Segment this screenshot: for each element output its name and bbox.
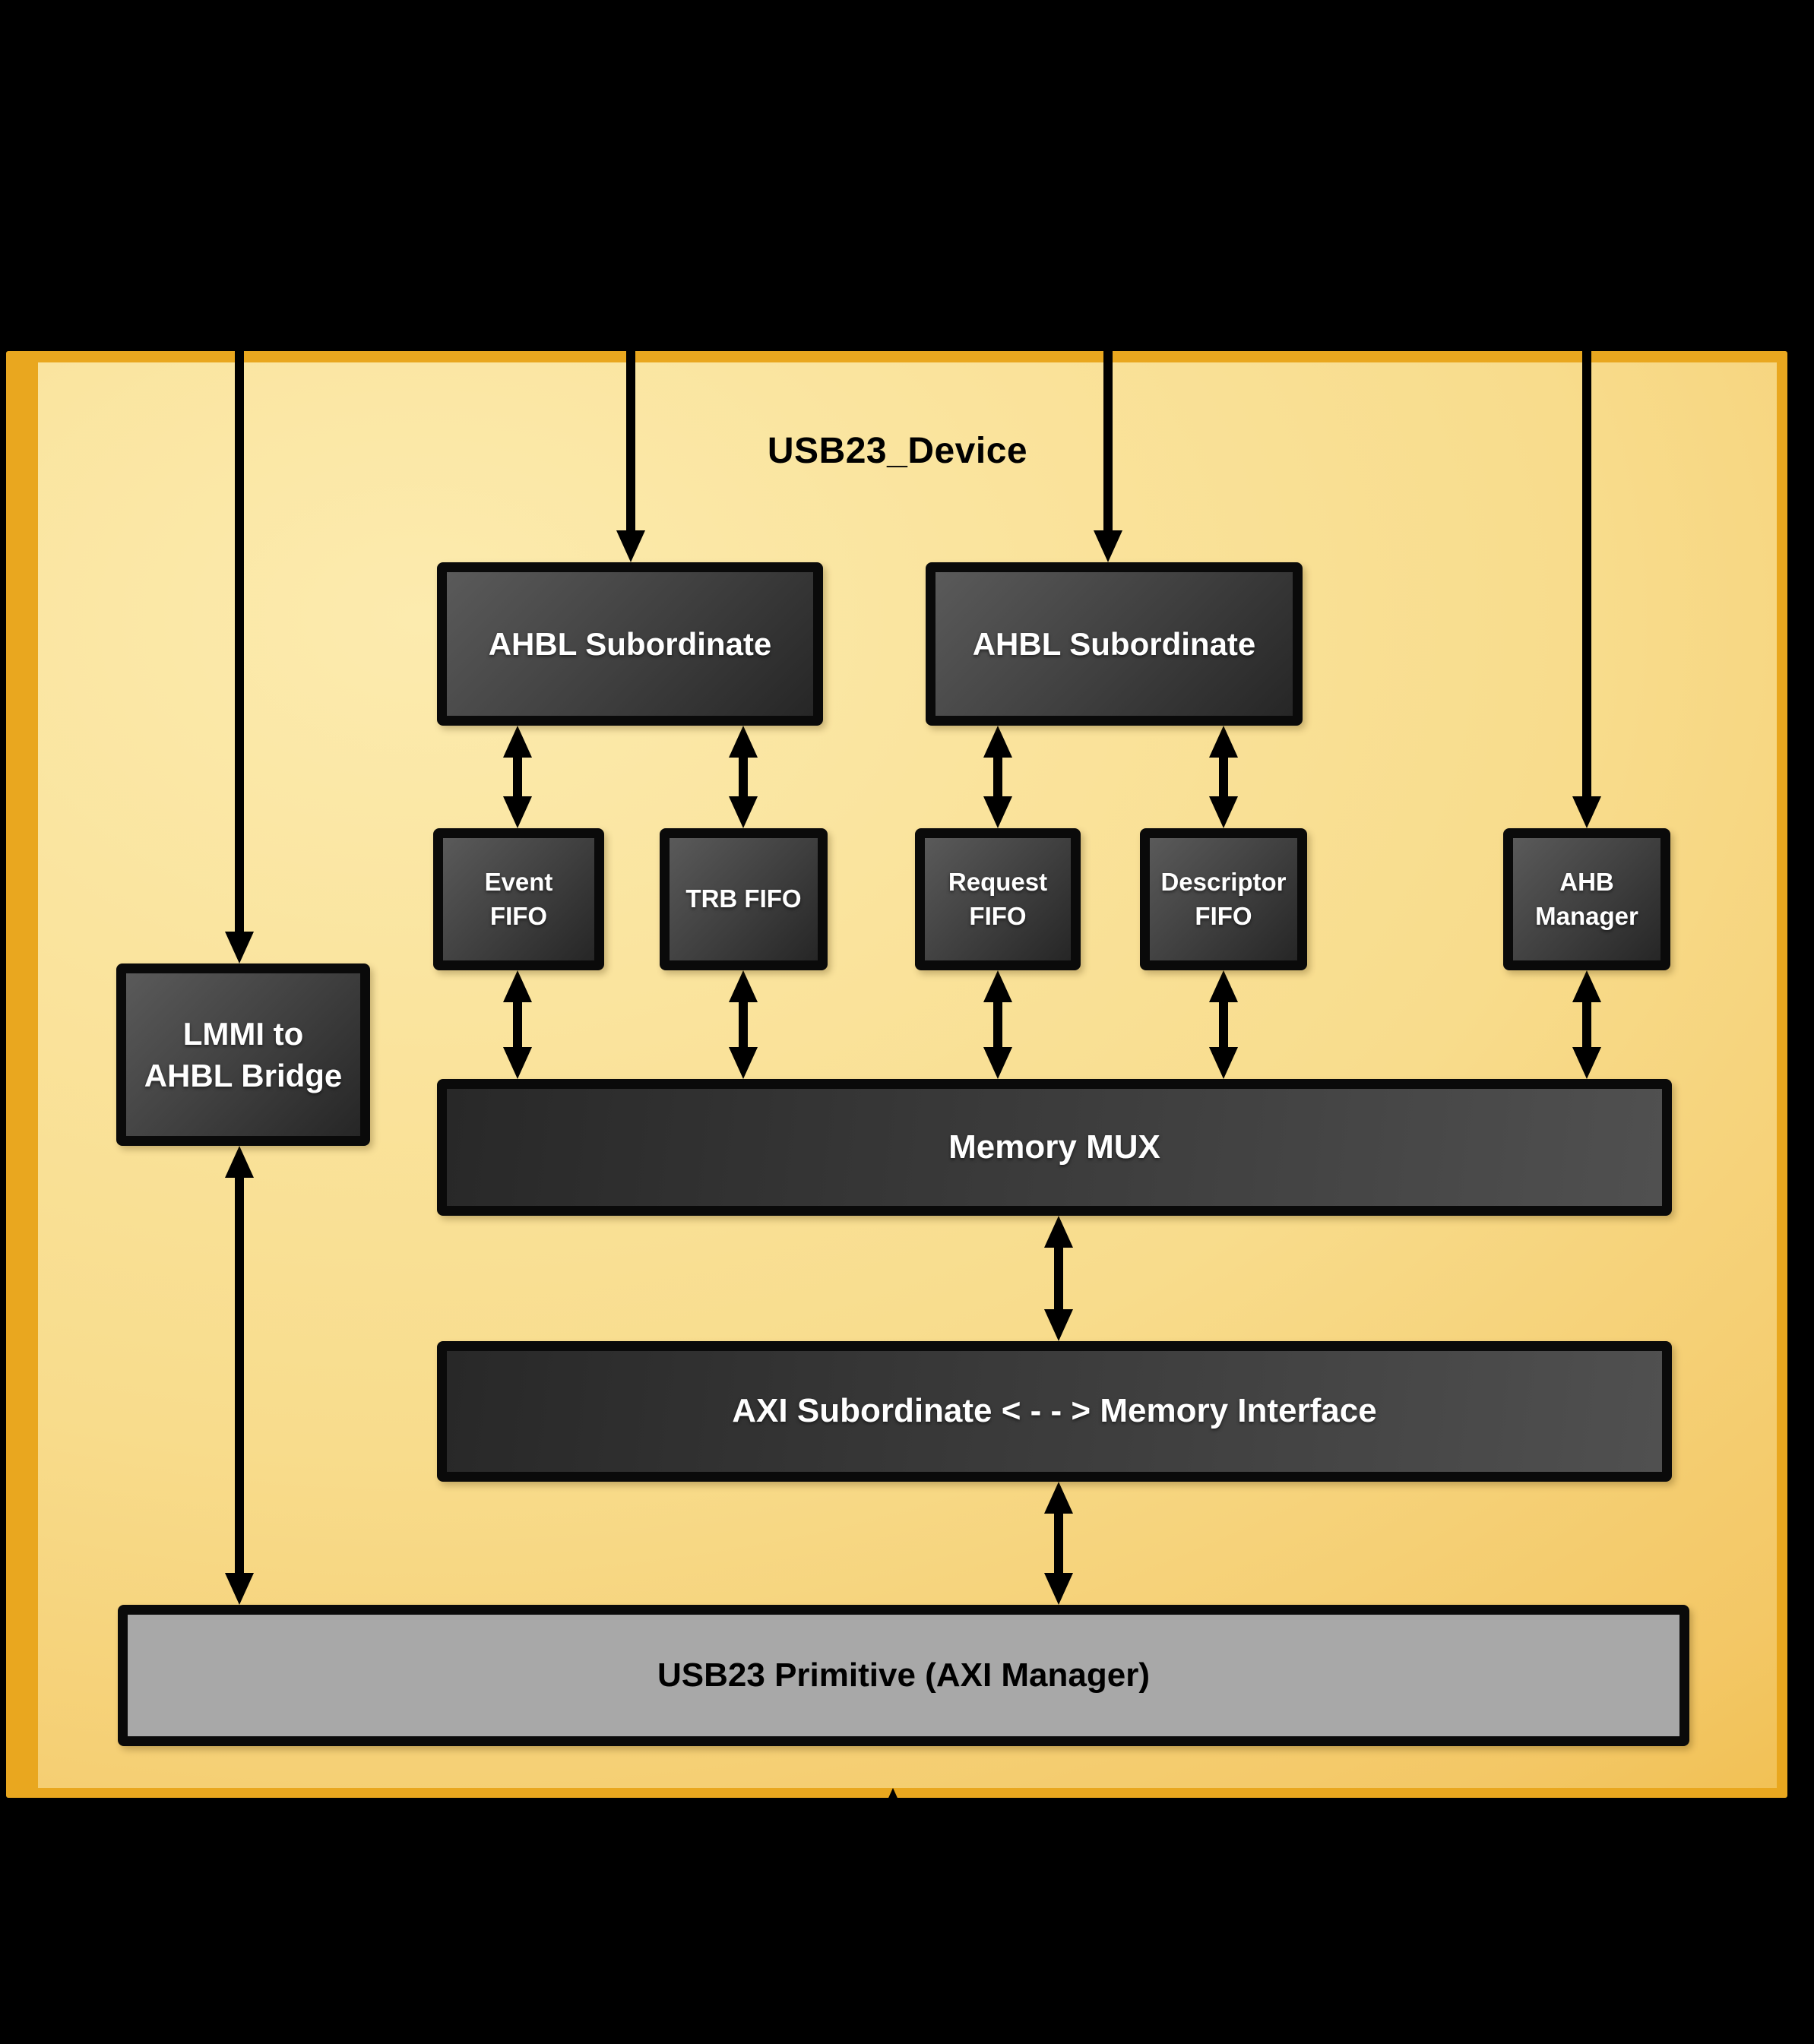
arrowhead-down — [983, 796, 1012, 828]
block-label: AHB Manager — [1535, 867, 1638, 930]
arrow-shaft — [1219, 753, 1228, 801]
block-label: AHBL Subordinate — [972, 625, 1256, 662]
arrowhead-up — [225, 1146, 254, 1178]
arrow-shaft — [1054, 1243, 1063, 1314]
arrowhead-down — [729, 796, 758, 828]
block-ahbl-subordinate-1: AHBL Subordinate — [437, 562, 823, 726]
arrow-shaft — [1219, 998, 1228, 1052]
arrow-down — [616, 342, 645, 562]
block-label: AHBL Subordinate — [488, 625, 772, 662]
block-axi-subordinate-memory-interface: AXI Subordinate < - - > Memory Interface — [437, 1341, 1672, 1482]
arrow-shaft — [1054, 1509, 1063, 1577]
block-label: USB23 Primitive (AXI Manager) — [657, 1656, 1150, 1694]
arrowhead-down — [503, 1047, 532, 1079]
block-label: AXI Subordinate < - - > Memory Interface — [732, 1392, 1377, 1430]
block-usb23-primitive-axi-manager: USB23 Primitive (AXI Manager) — [118, 1605, 1689, 1746]
block-memory-mux: Memory MUX — [437, 1079, 1672, 1216]
block-ahbl-subordinate-2: AHBL Subordinate — [926, 562, 1303, 726]
bidirectional-arrow — [503, 970, 532, 1079]
arrowhead-up — [503, 970, 532, 1002]
arrowhead-down — [729, 1047, 758, 1079]
arrow-shaft — [888, 1815, 898, 1900]
bidirectional-arrow — [1572, 970, 1601, 1079]
arrowhead-up — [1209, 970, 1238, 1002]
bidirectional-arrow — [729, 726, 758, 828]
arrow-down — [1572, 342, 1601, 828]
arrowhead-down — [1572, 1047, 1601, 1079]
block-label: LMMI to AHBL Bridge — [144, 1015, 343, 1093]
arrow-shaft — [993, 753, 1002, 801]
bidirectional-arrow — [1044, 1482, 1073, 1605]
arrowhead-down — [616, 530, 645, 562]
arrow-down — [1094, 342, 1122, 562]
arrowhead-down — [225, 1573, 254, 1605]
block-request-fifo: Request FIFO — [915, 828, 1081, 970]
arrowhead-down — [1094, 530, 1122, 562]
arrowhead-up — [729, 726, 758, 758]
arrowhead-down — [983, 1047, 1012, 1079]
arrowhead-down — [1572, 796, 1601, 828]
arrowhead-down — [1044, 1573, 1073, 1605]
block-label: Memory MUX — [948, 1128, 1160, 1166]
arrow-shaft — [235, 1173, 244, 1577]
arrowhead-down — [225, 932, 254, 963]
diagram-title: USB23_Device — [767, 431, 1028, 471]
arrowhead-up — [983, 970, 1012, 1002]
arrow-shaft — [1582, 342, 1591, 801]
bidirectional-arrow — [1044, 1216, 1073, 1341]
arrow-shaft — [513, 753, 522, 801]
arrowhead-up — [1209, 726, 1238, 758]
usb23-device-panel — [6, 351, 1787, 1798]
bidirectional-arrow — [1209, 970, 1238, 1079]
block-event-fifo: Event FIFO — [433, 828, 604, 970]
arrowhead-up — [1044, 1482, 1073, 1514]
block-trb-fifo: TRB FIFO — [660, 828, 828, 970]
arrowhead-up — [983, 726, 1012, 758]
arrowhead-up — [1572, 970, 1601, 1002]
block-lmmi-to-ahbl-bridge: LMMI to AHBL Bridge — [116, 963, 370, 1146]
bidirectional-arrow — [503, 726, 532, 828]
arrowhead-down — [503, 796, 532, 828]
block-label: Event FIFO — [484, 867, 553, 930]
arrow-shaft — [1103, 342, 1113, 535]
arrowhead-down — [1044, 1309, 1073, 1341]
arrow-shaft — [235, 342, 244, 936]
arrowhead-up — [879, 1788, 907, 1820]
bidirectional-arrow — [983, 726, 1012, 828]
block-label: Request FIFO — [948, 867, 1048, 930]
block-label: TRB FIFO — [685, 884, 802, 913]
bidirectional-arrow — [1209, 726, 1238, 828]
arrowhead-down — [1209, 796, 1238, 828]
arrow-shaft — [993, 998, 1002, 1052]
bidirectional-arrow — [225, 1146, 254, 1605]
block-ahb-manager: AHB Manager — [1503, 828, 1670, 970]
arrowhead-up — [503, 726, 532, 758]
arrow-up — [879, 1788, 907, 1900]
arrow-shaft — [739, 753, 748, 801]
block-label: Descriptor FIFO — [1160, 867, 1287, 930]
block-descriptor-fifo: Descriptor FIFO — [1140, 828, 1307, 970]
arrow-shaft — [739, 998, 748, 1052]
arrow-shaft — [513, 998, 522, 1052]
arrowhead-up — [1044, 1216, 1073, 1248]
bidirectional-arrow — [729, 970, 758, 1079]
arrowhead-down — [1209, 1047, 1238, 1079]
arrow-shaft — [626, 342, 635, 535]
arrow-down — [225, 342, 254, 963]
arrow-shaft — [1582, 998, 1591, 1052]
arrowhead-up — [729, 970, 758, 1002]
bidirectional-arrow — [983, 970, 1012, 1079]
